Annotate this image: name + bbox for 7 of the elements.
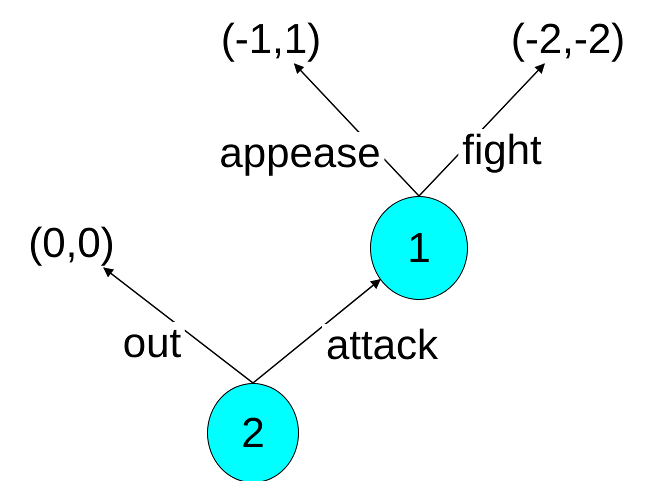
player-node: 1 (370, 196, 468, 300)
arrow (252, 279, 381, 384)
payoff-label: (0,0) (14, 218, 129, 268)
payoff-label: (-1,1) (205, 14, 337, 64)
arrow (103, 267, 254, 384)
payoff-label: (-2,-2) (494, 14, 642, 64)
player-node: 2 (207, 383, 299, 481)
